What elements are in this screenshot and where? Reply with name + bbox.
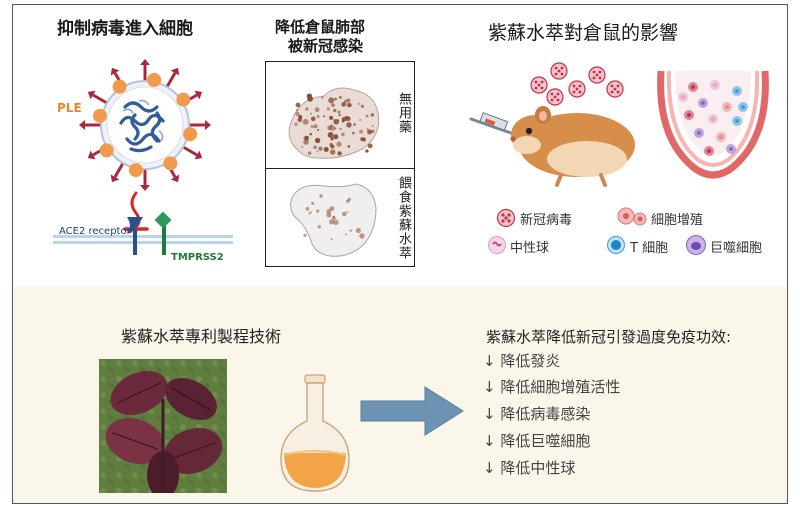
hamster-icon <box>469 106 635 187</box>
lung-treated-image <box>290 183 377 257</box>
legend-tcell-label: T 細胞 <box>630 241 669 256</box>
mechanism-title: 抑制病毒進入細胞 <box>57 19 193 39</box>
coronavirus-icon <box>79 59 211 191</box>
legend-tcell-icon <box>607 236 625 254</box>
legend-virus-icon <box>496 208 516 228</box>
legend-proliferation-icon <box>617 207 647 226</box>
lung-histology-box: 無用藥 餵食紫蘇水萃 <box>265 61 415 267</box>
flask-icon <box>280 374 350 492</box>
perilla-leaf-photo <box>99 359 227 493</box>
patent-process-title: 紫蘇水萃專利製程技術 <box>121 327 282 346</box>
effects-title: 紫蘇水萃降低新冠引發過度免疫功效: <box>486 328 732 346</box>
lung-label-treated: 餵食紫蘇水萃 <box>396 176 411 260</box>
effect-item: ↓ 降低細胞增殖活性 <box>483 378 621 396</box>
tmprss2-label: TMPRSS2 <box>171 252 224 263</box>
ple-label: PLE <box>57 101 82 115</box>
legend-virus-label: 新冠病毒 <box>520 213 573 228</box>
lung-title-line2: 被新冠感染 <box>288 37 364 55</box>
lung-title-line1: 降低倉鼠肺部 <box>275 18 366 36</box>
lung-label-untreated: 無用藥 <box>396 92 411 134</box>
lung-untreated-image <box>288 87 380 159</box>
legend-macrophage-label: 巨噬細胞 <box>710 241 763 256</box>
ace2-label: ACE2 receptor <box>59 226 131 237</box>
figure-frame: 抑制病毒進入細胞 PLE ACE2 receptor TM <box>12 4 788 504</box>
lung-divider <box>266 168 414 169</box>
right-arrow-icon <box>360 386 464 436</box>
legend-macrophage-icon <box>686 235 706 255</box>
effect-item: ↓ 降低巨噬細胞 <box>483 432 591 450</box>
receptor-icon <box>53 211 233 255</box>
legend-neutrophil-icon <box>488 236 506 254</box>
airway-tissue-icon <box>657 70 769 179</box>
virus-cluster-icon <box>530 62 624 106</box>
hamster-title: 紫蘇水萃對倉鼠的影響 <box>488 22 679 44</box>
legend-proliferation-label: 細胞增殖 <box>651 213 704 228</box>
legend-neutrophil-label: 中性球 <box>510 241 550 256</box>
effect-item: ↓ 降低發炎 <box>483 352 561 370</box>
effect-item: ↓ 降低中性球 <box>483 459 576 477</box>
effect-item: ↓ 降低病毒感染 <box>483 405 591 423</box>
